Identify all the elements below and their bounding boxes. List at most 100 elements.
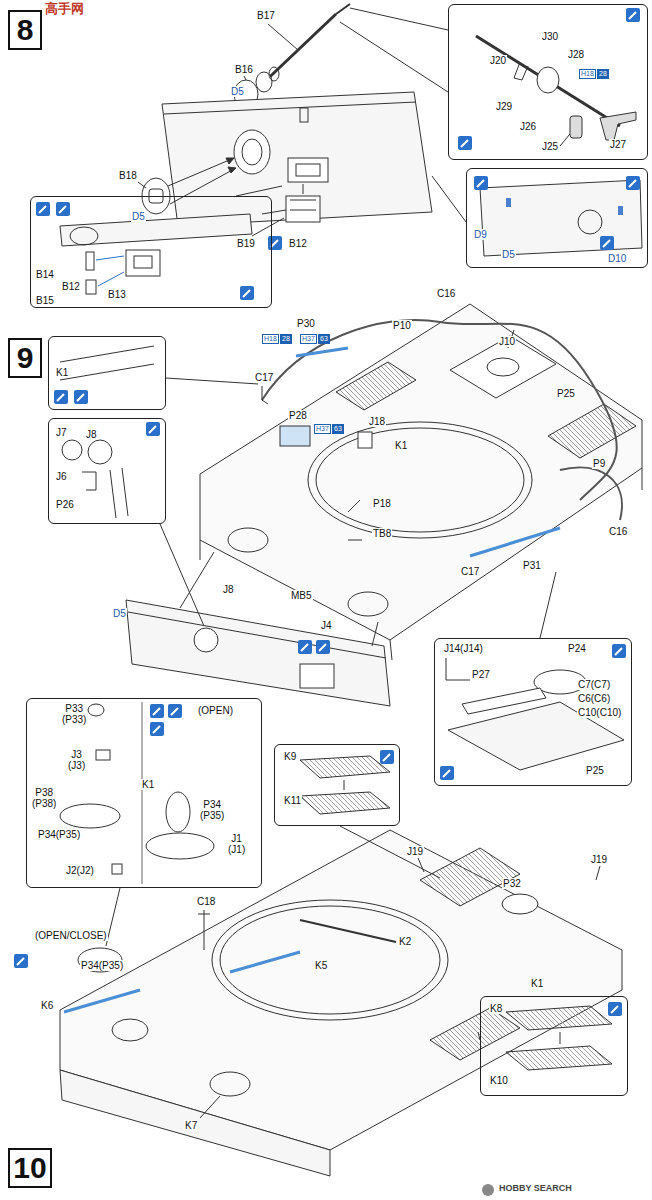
callout-inset: D5B14B12B13B15 — [30, 196, 272, 308]
part-number: D10 — [607, 253, 627, 264]
callout-inset: J7 J8J6P26 — [48, 418, 166, 524]
part-number: C7(C7) — [577, 679, 611, 690]
callout-inset: P33 (P33) J3 (J3) P38 (P38) P34(P35) J2(J2) (… — [26, 698, 262, 888]
part-number: K6 — [40, 1000, 54, 1011]
part-number: P27 — [471, 669, 491, 680]
part-number: J8 — [85, 429, 98, 440]
part-number: J4 — [320, 620, 333, 631]
part-number: B17 — [256, 10, 276, 21]
part-number: J25 — [541, 141, 559, 152]
part-number: P34(P35) — [80, 960, 124, 971]
part-number: D5 — [230, 86, 245, 97]
part-number: C6(C6) — [577, 693, 611, 704]
part-number: J7 — [55, 427, 68, 438]
part-number: C17 — [254, 372, 274, 383]
callout-inset: K8K10 — [480, 996, 628, 1096]
part-number: B18 — [118, 170, 138, 181]
part-number: P34(P35) — [37, 829, 81, 840]
part-number: K9 — [283, 751, 297, 762]
part-number: J30 — [541, 31, 559, 42]
callout-inset: D9D5 D10 — [466, 168, 648, 268]
watermark: HOBBY SEARCH — [498, 1184, 573, 1194]
watermark: 高手网 — [44, 2, 85, 16]
part-number: P38 (P38) — [31, 787, 57, 809]
paint-code: 28 — [597, 69, 609, 79]
part-number: C18 — [196, 896, 216, 907]
callout-inset: K9K11 — [274, 744, 400, 826]
part-number: K1 — [394, 440, 408, 451]
part-number: J10 — [498, 336, 516, 347]
part-number: P30 — [296, 318, 316, 329]
callout-inset: J30J28J20J29J26J25J27H1828 — [448, 4, 648, 160]
part-number: (OPEN/CLOSE) — [34, 930, 108, 941]
step-box: 9 — [8, 338, 42, 378]
part-number: C10(C10) — [577, 707, 622, 718]
step-number: 9 — [17, 343, 34, 373]
part-number: P9 — [592, 458, 606, 469]
paint-code: 63 — [318, 334, 330, 344]
paint-code: 63 — [332, 424, 344, 434]
part-number: P31 — [522, 560, 542, 571]
part-number: J28 — [567, 49, 585, 60]
part-number: K5 — [314, 960, 328, 971]
part-number: J19 — [590, 854, 608, 865]
paint-code: H18 — [262, 334, 279, 344]
part-number: P28 — [288, 410, 308, 421]
part-number: P10 — [392, 320, 412, 331]
part-number: B16 — [234, 64, 254, 75]
part-number: J3 (J3) — [67, 749, 86, 771]
part-number: P33 (P33) — [61, 703, 87, 725]
part-number: J20 — [489, 55, 507, 66]
part-number: K8 — [489, 1003, 503, 1014]
step-box: 10 — [8, 1148, 52, 1188]
part-number: C16 — [436, 288, 456, 299]
callout-inset: J14(J14) P27 P24C7(C7) C6(C6) C10(C10) P25 — [434, 638, 632, 786]
part-number: D5 — [501, 249, 516, 260]
part-number: (OPEN) — [197, 705, 234, 716]
part-number: P26 — [55, 499, 75, 510]
part-number: D9 — [473, 229, 488, 240]
part-number: B19 — [236, 238, 256, 249]
part-number: K1 — [530, 978, 544, 989]
callout-inset: K1 — [48, 336, 166, 410]
part-number: B15 — [35, 295, 55, 306]
part-number: B14 — [35, 269, 55, 280]
part-number: K2 — [398, 936, 412, 947]
part-number: J29 — [495, 101, 513, 112]
part-number: K1 — [55, 367, 69, 378]
part-number: B13 — [107, 289, 127, 300]
part-number: J6 — [55, 471, 68, 482]
part-number: P32 — [502, 878, 522, 889]
part-number: J1 (J1) — [227, 833, 246, 855]
part-number: D5 — [131, 211, 146, 222]
part-number: D5 — [112, 608, 127, 619]
paint-code: H18 — [579, 69, 596, 79]
part-number: P34 (P35) — [199, 799, 225, 821]
part-number: C17 — [460, 566, 480, 577]
part-number: K1 — [141, 779, 155, 790]
part-number: K11 — [283, 795, 302, 806]
paint-code: H37 — [314, 424, 331, 434]
paint-code: H37 — [300, 334, 317, 344]
part-number: MB5 — [290, 590, 313, 601]
paint-code: 28 — [280, 334, 292, 344]
step-number: 8 — [17, 15, 34, 45]
part-number: P25 — [556, 388, 576, 399]
part-number: B12 — [61, 281, 81, 292]
part-number: J14(J14) — [443, 643, 484, 654]
part-number: K7 — [184, 1120, 198, 1131]
part-number: J19 — [406, 846, 424, 857]
part-number: P24 — [567, 643, 587, 654]
part-number: K10 — [489, 1075, 509, 1086]
part-number: B12 — [288, 238, 308, 249]
step-box: 8 — [8, 10, 42, 50]
part-number: C16 — [608, 526, 628, 537]
part-number: J27 — [609, 139, 627, 150]
step-number: 10 — [13, 1153, 46, 1183]
part-number: J8 — [222, 584, 235, 595]
part-number: TB8 — [372, 528, 392, 539]
part-number: J2(J2) — [65, 865, 95, 876]
part-number: P25 — [585, 765, 605, 776]
part-number: J18 — [368, 416, 386, 427]
